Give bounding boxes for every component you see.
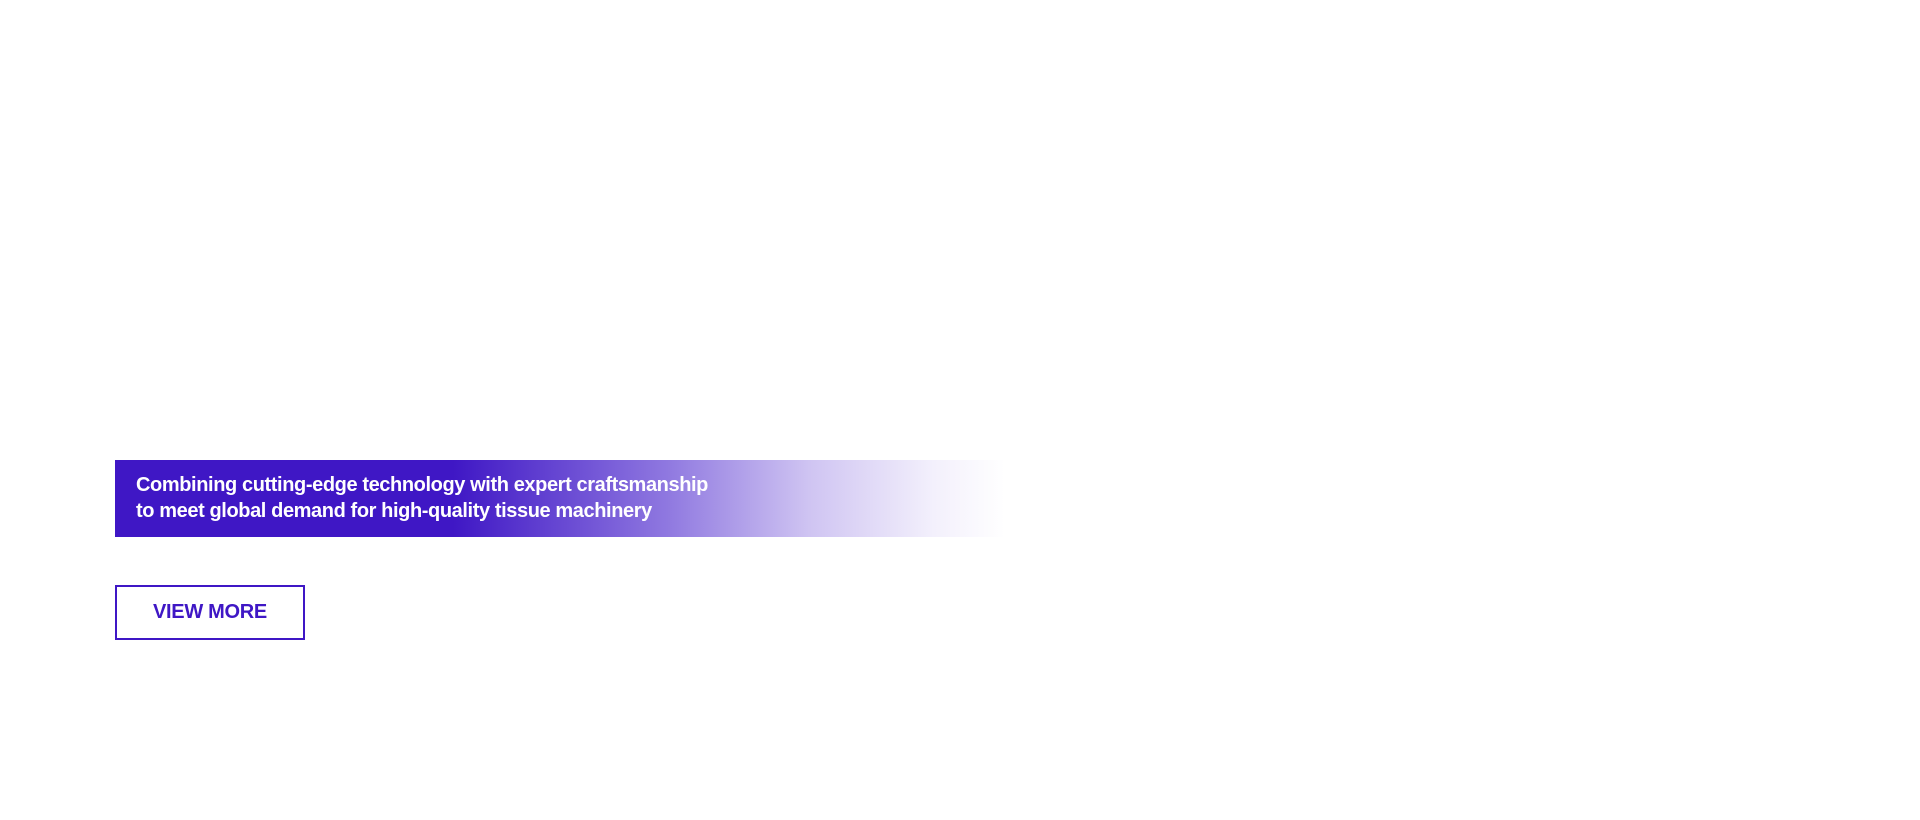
view-more-button[interactable]: VIEW MORE bbox=[115, 585, 305, 640]
hero-tagline-line-1: Combining cutting-edge technology with e… bbox=[136, 474, 708, 496]
hero-tagline-line-2: to meet global demand for high-quality t… bbox=[136, 500, 652, 522]
hero-tagline-band: Combining cutting-edge technology with e… bbox=[115, 460, 1005, 537]
